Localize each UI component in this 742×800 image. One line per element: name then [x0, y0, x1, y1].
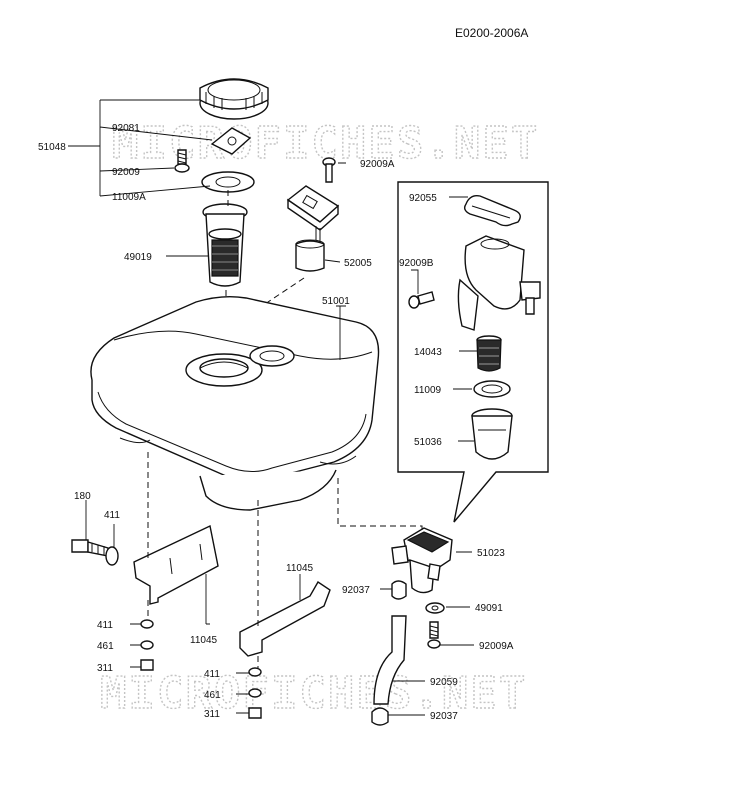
part-label-92059: 92059 [430, 677, 458, 688]
part-label-411-right: 411 [204, 669, 220, 680]
fuel-strainer [202, 203, 248, 287]
part-label-411-left: 411 [97, 620, 113, 631]
bracket-washer [105, 546, 119, 566]
part-label-49019: 49019 [124, 252, 152, 263]
part-label-11045-left: 11045 [190, 635, 218, 646]
part-label-92009B: 92009B [399, 258, 434, 269]
gauge-float [295, 239, 325, 272]
fuel-hose-clamp-bottom [371, 707, 389, 726]
tank-to-cock-centerline [337, 478, 423, 534]
part-label-461-right: 461 [204, 690, 221, 701]
fuel-hose-clamp-top [391, 580, 407, 600]
fuel-cock-bolt [427, 621, 441, 649]
part-label-49091: 49091 [475, 603, 503, 614]
cap-screw [174, 149, 190, 173]
fuel-cock-strainer [476, 335, 502, 372]
part-label-411-bolt: 411 [104, 510, 120, 521]
part-label-311-left: 311 [97, 663, 113, 674]
fuel-cock-washer [425, 602, 445, 614]
part-label-92055: 92055 [409, 193, 437, 204]
nut-stack-left [140, 619, 154, 671]
fuel-cock-screw [408, 291, 435, 309]
part-label-180: 180 [74, 491, 91, 502]
part-label-92037-top: 92037 [342, 585, 370, 596]
fuel-gauge [286, 185, 340, 242]
fuel-cock-body [457, 235, 541, 331]
tank-bracket-left [133, 524, 219, 605]
bracket-bolt [71, 539, 109, 557]
watermark-bottom: MICROFICHES.NET [100, 668, 527, 719]
fuel-hose [373, 615, 407, 705]
fuel-cock [391, 527, 453, 594]
part-label-51048: 51048 [38, 142, 66, 153]
part-label-52005: 52005 [344, 258, 372, 269]
fuel-cap [199, 78, 269, 120]
cap-plate [210, 127, 252, 155]
gauge-screw [322, 157, 336, 183]
bracket-centerlines [147, 452, 259, 668]
part-label-11045-right: 11045 [286, 563, 314, 574]
fuel-cock-gasket [463, 194, 521, 227]
part-label-92081: 92081 [112, 123, 140, 134]
fuel-cock-cup [471, 408, 513, 460]
part-label-51023: 51023 [477, 548, 505, 559]
cap-gasket [201, 171, 255, 193]
part-label-11009: 11009 [414, 385, 442, 396]
part-label-92009A-bottom: 92009A [479, 641, 514, 652]
fuel-tank [90, 295, 380, 511]
drawing-code: E0200-2006A [455, 26, 528, 40]
part-label-461-left: 461 [97, 641, 114, 652]
leader-lines [68, 99, 478, 716]
part-label-51001: 51001 [322, 296, 350, 307]
part-label-92009A-top: 92009A [360, 159, 395, 170]
part-label-14043: 14043 [414, 347, 442, 358]
part-label-92009: 92009 [112, 167, 140, 178]
part-label-51036: 51036 [414, 437, 442, 448]
nut-stack-right [248, 667, 262, 719]
part-label-311-right: 311 [204, 709, 220, 720]
tank-bracket-right [239, 581, 331, 657]
fuel-cock-oring [473, 380, 511, 398]
part-label-92037-bottom: 92037 [430, 711, 458, 722]
part-label-11009A: 11009A [112, 192, 146, 203]
